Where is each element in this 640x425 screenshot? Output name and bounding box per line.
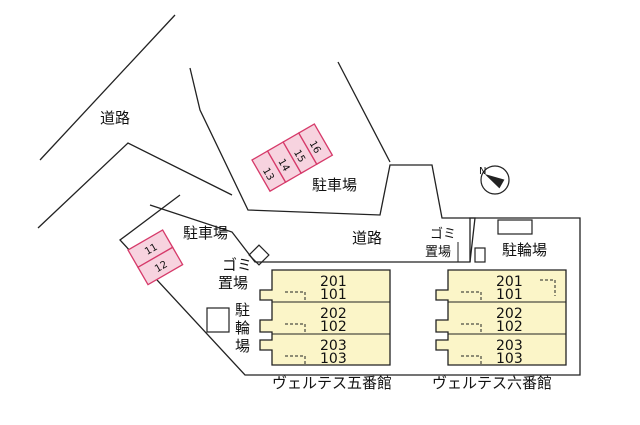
building-left-outline — [259, 269, 391, 366]
bike-right-label: 駐輪場 — [502, 241, 547, 259]
unit-lower: 103 — [496, 351, 523, 367]
building-left: 201 101 202 102 203 103 ヴェルテス五番館 — [259, 269, 392, 392]
garbage-right-line1: ゴミ — [430, 226, 456, 242]
north-arrow-icon — [484, 174, 505, 189]
parking-top-label: 駐車場 — [312, 176, 357, 194]
compass-north-label: N — [479, 166, 486, 177]
garbage-left-line1: ゴミ — [222, 256, 252, 274]
building-right: 201 101 202 102 203 103 ヴェルテス六番館 — [432, 269, 567, 392]
parking-top-edge — [337, 61, 391, 163]
unit-upper: 201 — [496, 274, 523, 290]
road-edge-upper — [39, 14, 176, 161]
parking-left-label: 駐車場 — [183, 224, 228, 242]
unit-lower: 102 — [320, 319, 347, 335]
garbage-box-icon — [474, 247, 486, 263]
garbage-box-icon — [248, 244, 270, 266]
building-right-outline — [435, 269, 567, 366]
unit-upper: 203 — [320, 338, 347, 354]
parking-lot-left: 11 12 駐車場 — [127, 224, 228, 286]
unit-upper: 203 — [496, 338, 523, 354]
bike-left-char3: 場 — [235, 337, 250, 355]
garbage-right-line2: 置場 — [425, 245, 451, 260]
road-outlines — [37, 14, 581, 376]
bike-shed-icon — [497, 219, 533, 235]
unit-lower: 101 — [320, 287, 347, 303]
road-label-top: 道路 — [100, 109, 130, 127]
unit-upper: 202 — [320, 306, 347, 322]
parking-space — [297, 123, 334, 166]
road-edge-lower — [37, 142, 233, 229]
bike-left-char1: 駐 — [235, 301, 250, 319]
unit-lower: 102 — [496, 319, 523, 335]
bike-parking-left: 駐 輪 場 — [206, 301, 250, 355]
unit-upper: 201 — [320, 274, 347, 290]
parking-space — [137, 246, 184, 286]
garbage-area-left: ゴミ 置場 — [218, 244, 270, 292]
garbage-left-line2: 置場 — [218, 274, 248, 292]
bike-left-char2: 輪 — [235, 319, 250, 337]
bike-parking-right: 駐輪場 — [497, 219, 547, 259]
building-left-name: ヴェルテス五番館 — [272, 374, 392, 392]
bike-shed-icon — [206, 307, 230, 333]
garbage-area-right: ゴミ 置場 — [425, 226, 486, 263]
building-right-name: ヴェルテス六番館 — [432, 374, 552, 392]
unit-upper: 202 — [496, 306, 523, 322]
unit-lower: 103 — [320, 351, 347, 367]
site-boundary — [119, 194, 581, 376]
unit-lower: 101 — [496, 287, 523, 303]
road-label-middle: 道路 — [352, 229, 382, 247]
compass: N — [479, 165, 510, 195]
parking-lot-top: 13 14 15 16 駐車場 — [251, 123, 357, 194]
